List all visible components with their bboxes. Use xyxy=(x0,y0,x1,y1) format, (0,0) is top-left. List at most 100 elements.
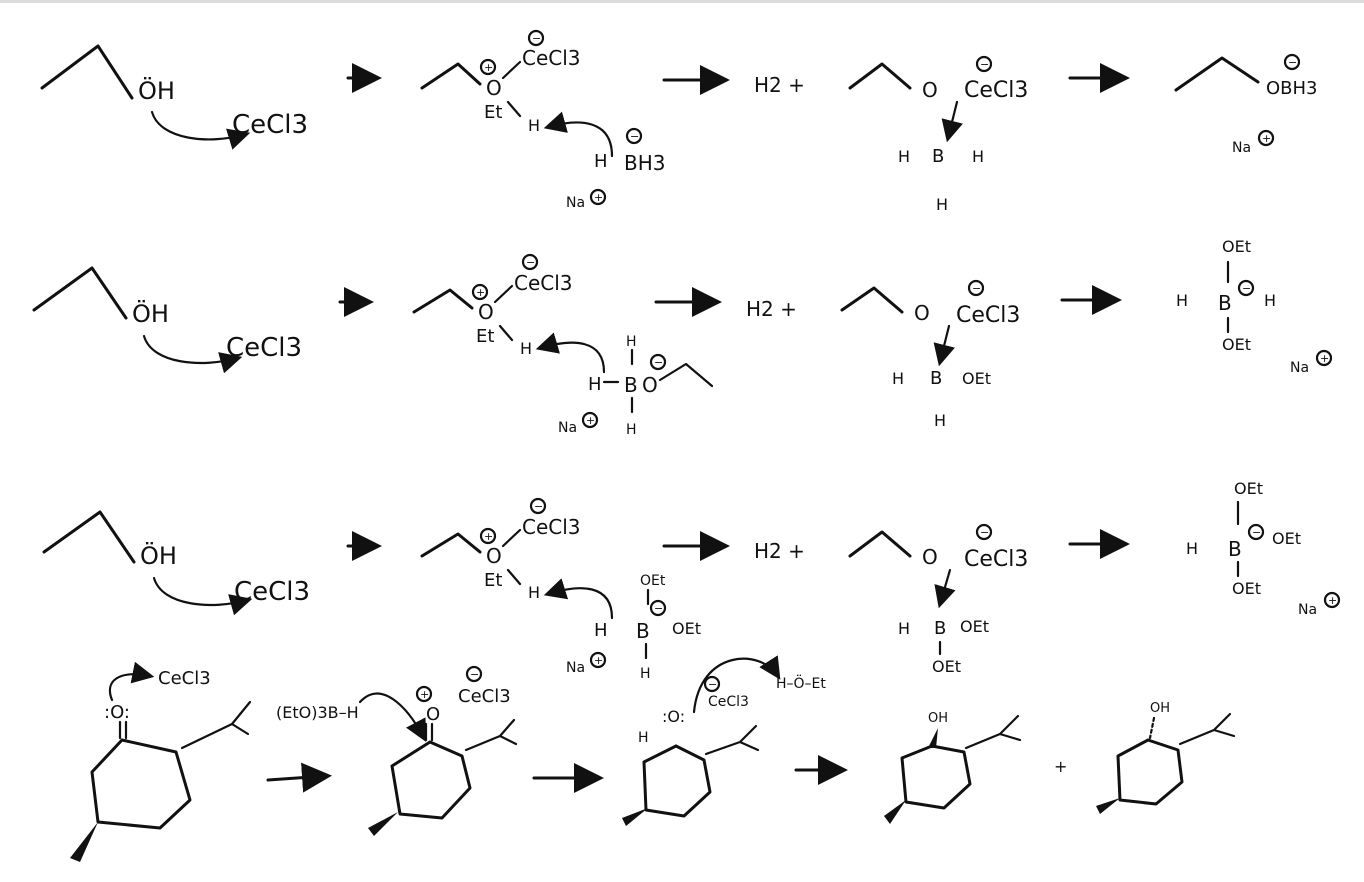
svg-text:−: − xyxy=(630,130,639,143)
svg-text:O: O xyxy=(922,78,938,102)
minus-charge-icon xyxy=(465,665,483,683)
svg-text:+: + xyxy=(484,530,493,543)
svg-text:H–Ö–Et: H–Ö–Et xyxy=(776,674,826,692)
ethanol-1: ÖH CeCl3 xyxy=(40,44,308,150)
svg-text:ÖH: ÖH xyxy=(132,299,169,328)
plus-charge-icon xyxy=(479,58,497,76)
svg-text:H: H xyxy=(892,369,904,388)
svg-text:CeCl3: CeCl3 xyxy=(964,547,1028,572)
curved-arrow xyxy=(543,578,614,620)
svg-text:H: H xyxy=(1264,291,1276,310)
svg-text:H: H xyxy=(1186,539,1198,558)
curved-arrow xyxy=(692,655,781,714)
svg-text:Na: Na xyxy=(558,420,577,436)
svg-text:+: + xyxy=(1320,352,1329,365)
minus-charge-icon xyxy=(527,29,545,47)
curved-arrow xyxy=(142,334,243,374)
minus-charge-icon xyxy=(1247,523,1265,541)
minus-charge-icon xyxy=(703,675,721,693)
svg-text:+: + xyxy=(484,61,493,74)
svg-text:−: − xyxy=(654,356,663,369)
minus-charge-icon xyxy=(521,253,539,271)
oxonium-complex-2: + O − CeCl3 Et H H H B O − H Na + xyxy=(412,253,714,438)
svg-text:B: B xyxy=(934,618,946,639)
reaction-arrow xyxy=(266,762,332,793)
svg-text:B: B xyxy=(1228,537,1242,561)
svg-text:−: − xyxy=(708,678,717,691)
plus-charge-icon xyxy=(589,651,607,669)
svg-text:CeCl3: CeCl3 xyxy=(458,686,511,707)
svg-text:CeCl3: CeCl3 xyxy=(964,78,1028,103)
svg-text:B: B xyxy=(624,373,638,397)
svg-text:OEt: OEt xyxy=(672,619,701,638)
borate-product-1: − OBH3 Na + xyxy=(1174,53,1318,156)
activated-ketone: (EtO)3B–H + O − CeCl3 xyxy=(276,665,518,836)
svg-text:+: + xyxy=(1328,594,1337,607)
svg-text:H: H xyxy=(936,195,948,214)
cerium-chloride-label: CeCl3 xyxy=(232,110,308,140)
plus-charge-icon xyxy=(589,188,607,206)
ethanol-2: ÖH CeCl3 xyxy=(32,266,302,374)
svg-text:OH: OH xyxy=(928,711,948,726)
svg-text:H: H xyxy=(594,151,608,172)
oxonium-complex-3: + O − CeCl3 Et H OEt − H B OEt H Na + xyxy=(420,497,701,682)
svg-text:H: H xyxy=(972,147,984,166)
minus-charge-icon xyxy=(625,127,643,145)
svg-text:Na: Na xyxy=(1290,360,1309,376)
svg-text:Et: Et xyxy=(476,326,494,347)
svg-text:OEt: OEt xyxy=(962,369,991,388)
svg-text::O:: :O: xyxy=(104,702,130,723)
curved-arrow xyxy=(358,692,427,742)
svg-text:H: H xyxy=(638,730,649,746)
svg-text:OEt: OEt xyxy=(1222,335,1251,354)
borate-product-3: OEt H B − OEt OEt Na + xyxy=(1186,479,1341,618)
svg-text:−: − xyxy=(1252,526,1261,539)
svg-text:B: B xyxy=(932,146,944,167)
alcohol-product-axial: OH xyxy=(884,711,1022,824)
plus-charge-icon xyxy=(415,685,433,703)
minus-charge-icon xyxy=(967,279,985,297)
minus-charge-icon xyxy=(975,523,993,541)
svg-text::O:: :O: xyxy=(662,707,685,726)
plus-charge-icon xyxy=(581,411,599,429)
curved-arrow xyxy=(150,110,251,150)
curved-arrow xyxy=(109,661,155,702)
svg-text:+: + xyxy=(594,191,603,204)
svg-text:H: H xyxy=(898,147,910,166)
svg-text:Na: Na xyxy=(1298,602,1317,618)
cyclohexanone: :O: CeCl3 xyxy=(70,661,252,862)
svg-text:Na: Na xyxy=(566,660,585,676)
oxonium-complex-1: + O − CeCl3 Et H − H BH3 Na + xyxy=(420,29,665,211)
svg-text:CeCl3: CeCl3 xyxy=(708,694,749,710)
svg-text:Na: Na xyxy=(566,195,585,211)
svg-text:BH3: BH3 xyxy=(624,151,665,175)
minus-charge-icon xyxy=(529,497,547,515)
svg-text:H: H xyxy=(640,666,651,682)
svg-text:CeCl3: CeCl3 xyxy=(514,271,573,295)
svg-text:−: − xyxy=(534,500,543,513)
svg-text:−: − xyxy=(980,58,989,71)
svg-text:CeCl3: CeCl3 xyxy=(234,577,310,607)
svg-text:CeCl3: CeCl3 xyxy=(522,46,581,70)
row-1: ÖH CeCl3 + O − CeCl3 Et H − H BH3 Na + xyxy=(40,29,1318,214)
svg-text:B: B xyxy=(930,368,942,389)
svg-text:(EtO)3B–H: (EtO)3B–H xyxy=(276,703,359,722)
svg-text:Et: Et xyxy=(484,102,502,123)
svg-text:H: H xyxy=(588,374,602,395)
svg-text:CeCl3: CeCl3 xyxy=(956,303,1020,328)
alkoxide-intermediate: :O: − CeCl3 H–Ö–Et H xyxy=(622,655,826,826)
svg-text:O: O xyxy=(486,76,502,100)
svg-text:H: H xyxy=(594,620,608,641)
plus-charge-icon xyxy=(1323,591,1341,609)
svg-text:+: + xyxy=(586,414,595,427)
minus-charge-icon xyxy=(975,55,993,73)
curved-arrow xyxy=(152,576,253,616)
minus-charge-icon xyxy=(649,353,667,371)
alkoxide-complex-1: O − CeCl3 H B H H xyxy=(848,55,1028,214)
curved-arrow xyxy=(535,332,606,374)
svg-text:H: H xyxy=(626,334,637,350)
svg-text:OEt: OEt xyxy=(1272,529,1301,548)
svg-text:+: + xyxy=(476,286,485,299)
svg-text:H: H xyxy=(520,339,532,358)
